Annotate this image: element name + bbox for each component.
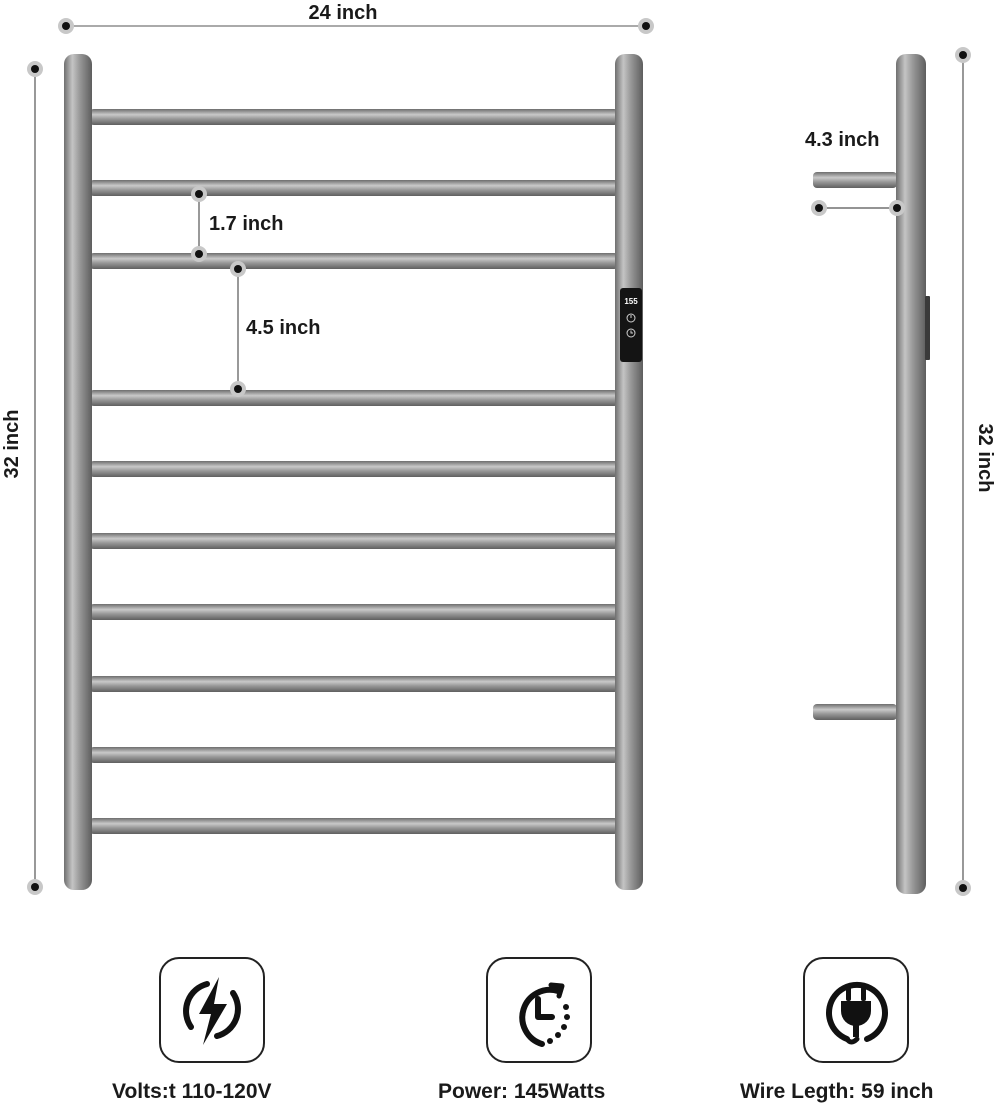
- front-height-label: 32 inch: [1, 410, 23, 479]
- horizontal-bar: [88, 747, 620, 763]
- small-gap-label: 1.7 inch: [209, 213, 283, 235]
- small-gap-dimension: 1.7 inch: [191, 186, 283, 262]
- lightning-bolt-icon: [183, 977, 241, 1045]
- wire-length-spec-label: Wire Legth: 59 inch: [740, 1080, 934, 1103]
- voltage-icon-box: [159, 957, 265, 1063]
- horizontal-bar: [88, 676, 620, 692]
- voltage-spec-label: Volts:t 110-120V: [112, 1080, 272, 1103]
- horizontal-bar: [88, 533, 620, 549]
- horizontal-bar: [88, 180, 620, 196]
- horizontal-bar: [88, 818, 620, 834]
- side-control-panel: [925, 296, 930, 360]
- horizontal-bar: [88, 253, 620, 269]
- width-dimension: 24 inch: [58, 2, 654, 34]
- left-post: [64, 54, 92, 890]
- horizontal-bar: [88, 604, 620, 620]
- power-icon-box: [486, 957, 592, 1063]
- power-spec-label: Power: 145Watts: [438, 1080, 606, 1103]
- width-label: 24 inch: [309, 2, 378, 24]
- wire-icon-box: [803, 957, 909, 1063]
- horizontal-bar: [88, 109, 620, 125]
- right-post: [615, 54, 643, 890]
- side-view: 4.3 inch 32 inch: [805, 47, 996, 896]
- side-height-label: 32 inch: [974, 424, 996, 493]
- side-top-arm: [813, 172, 897, 188]
- horizontal-bar: [88, 461, 620, 477]
- temperature-display: 155: [624, 297, 638, 306]
- horizontal-bars: [88, 109, 620, 834]
- front-view: 155 24 inch 32 inch: [1, 2, 654, 895]
- timer-button-icon[interactable]: [626, 328, 636, 338]
- depth-label: 4.3 inch: [805, 129, 879, 151]
- horizontal-bar: [88, 390, 620, 406]
- control-panel: 155: [620, 288, 642, 362]
- power-plug-icon: [826, 981, 888, 1045]
- front-height-dimension: 32 inch: [1, 61, 43, 895]
- depth-dimension: 4.3 inch: [805, 129, 905, 216]
- power-button-icon[interactable]: [626, 313, 636, 323]
- side-height-dimension: 32 inch: [955, 47, 996, 896]
- side-bottom-arm: [813, 704, 897, 720]
- clock-timer-icon: [519, 982, 570, 1047]
- side-post: [896, 54, 926, 894]
- large-gap-dimension: 4.5 inch: [230, 261, 320, 397]
- large-gap-label: 4.5 inch: [246, 317, 320, 339]
